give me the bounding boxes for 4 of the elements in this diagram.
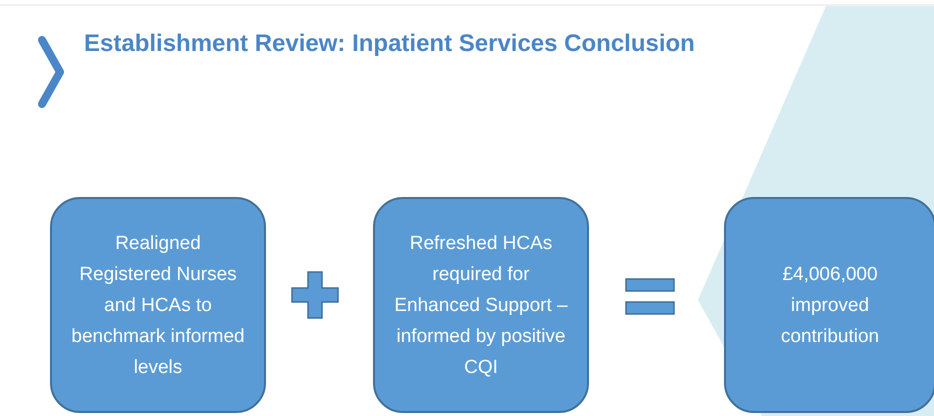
rounded-box: Refreshed HCAs required for Enhanced Support – informed by positive CQI xyxy=(373,197,589,413)
slide-title: Establishment Review: Inpatient Services Conclusion xyxy=(84,30,695,58)
rounded-box: £4,006,000 improved contribution xyxy=(724,197,934,413)
rounded-box: Realigned Registered Nurses and HCAs to benchmark informed levels xyxy=(50,197,266,413)
